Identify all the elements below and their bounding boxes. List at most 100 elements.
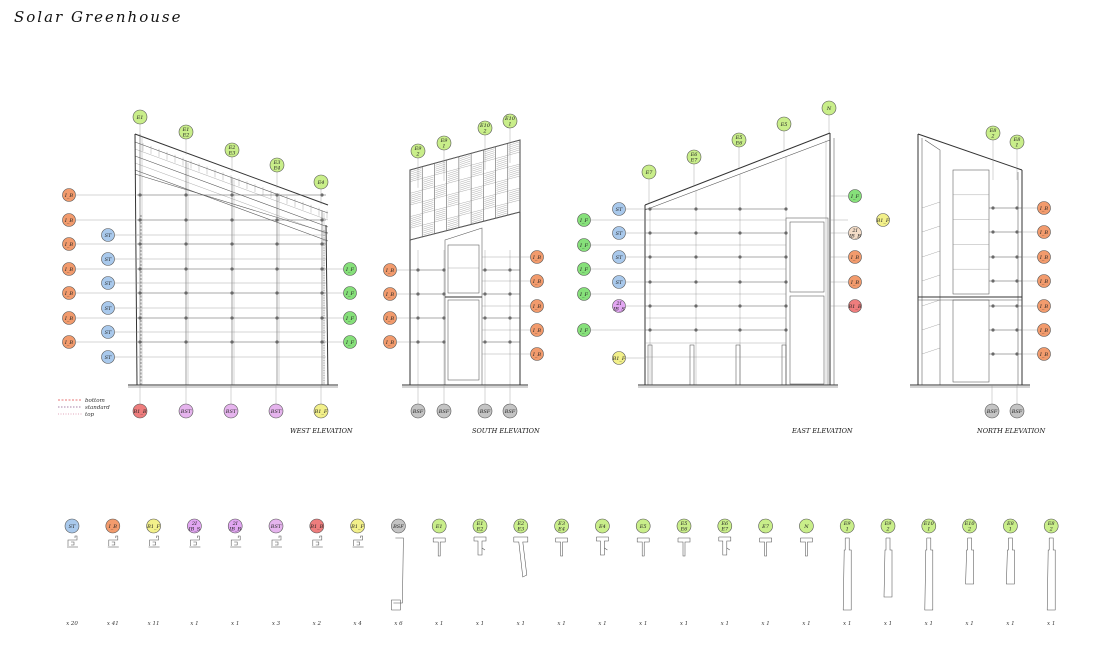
- svg-text:E7: E7: [645, 170, 654, 176]
- part-quantity: x 6: [394, 621, 403, 627]
- tag-west-right: I_F: [343, 262, 357, 276]
- svg-text:2I: 2I: [191, 521, 198, 527]
- svg-text:E6: E6: [680, 526, 689, 532]
- svg-text:N: N: [826, 106, 832, 112]
- svg-text:BST: BST: [270, 524, 282, 530]
- tag-east-right: B1_F: [876, 213, 890, 227]
- svg-text:E10: E10: [479, 123, 491, 129]
- svg-text:IB_B: IB_B: [228, 526, 241, 532]
- part-quantity: x 1: [680, 621, 688, 627]
- svg-text:IB_S: IB_S: [612, 306, 625, 312]
- part-profile: [842, 537, 852, 611]
- part-tag: I_B: [105, 518, 121, 534]
- svg-text:BST: BST: [180, 409, 192, 415]
- svg-text:2I: 2I: [232, 521, 239, 527]
- part-profile: [513, 536, 529, 578]
- svg-text:I_B: I_B: [532, 328, 541, 334]
- svg-text:I_F: I_F: [579, 243, 588, 249]
- tag-north-bottom: BSF: [1009, 403, 1025, 419]
- part-tag: BST: [268, 518, 284, 534]
- part-tag: B1_F: [350, 518, 365, 534]
- tag-south-right: I_B: [530, 323, 544, 337]
- part-profile: [391, 537, 404, 611]
- part-quantity: x 1: [476, 621, 484, 627]
- svg-text:IB_B: IB_B: [848, 233, 861, 239]
- svg-text:ST: ST: [105, 306, 112, 312]
- tag-south-left: I_B: [383, 335, 397, 349]
- part-quantity: x 1: [925, 621, 933, 627]
- tag-south-right: I_B: [530, 274, 544, 288]
- svg-text:E4: E4: [317, 180, 325, 186]
- part-tag: E7: [758, 518, 773, 534]
- tag-east-right: I_B: [848, 275, 862, 289]
- part-quantity: x 1: [190, 621, 198, 627]
- svg-text:E3: E3: [516, 526, 524, 532]
- page-title: Solar Greenhouse: [14, 8, 183, 26]
- part-quantity: x 1: [435, 621, 443, 627]
- part-tag: E91: [839, 518, 855, 534]
- elevation-label: EAST ELEVATION: [791, 427, 853, 435]
- svg-text:E3: E3: [273, 160, 281, 166]
- svg-text:I_F: I_F: [345, 340, 354, 346]
- part-profile: [718, 536, 732, 556]
- part-quantity: x 41: [107, 621, 119, 627]
- part-profile: [1006, 537, 1015, 585]
- svg-text:I_F: I_F: [345, 316, 354, 322]
- part-tag: E92: [880, 518, 896, 534]
- svg-text:1: 1: [1015, 142, 1018, 148]
- part-quantity: x 1: [965, 621, 973, 627]
- tag-east-st: ST: [612, 275, 626, 289]
- tag-north-right: I_B: [1037, 250, 1051, 264]
- svg-text:BST: BST: [225, 409, 237, 415]
- svg-text:ST: ST: [616, 280, 623, 286]
- part-tag: B1_B: [309, 518, 325, 534]
- svg-text:B1_F: B1_F: [876, 218, 890, 224]
- svg-text:2I: 2I: [851, 228, 858, 234]
- tag-north-top: E81: [1009, 134, 1025, 150]
- svg-text:2: 2: [990, 133, 994, 139]
- part-profile: [311, 535, 323, 548]
- svg-text:ST: ST: [105, 330, 112, 336]
- tag-west-bottom: BST: [178, 403, 194, 419]
- svg-text:E2: E2: [228, 145, 236, 151]
- svg-text:I_F: I_F: [345, 291, 354, 297]
- svg-text:1: 1: [508, 121, 511, 127]
- tag-south-right: I_B: [530, 250, 544, 264]
- svg-text:BSF: BSF: [412, 409, 424, 415]
- svg-text:E9: E9: [414, 146, 423, 152]
- part-quantity: x 1: [557, 621, 565, 627]
- svg-text:E3: E3: [228, 150, 236, 156]
- svg-text:I_B: I_B: [108, 524, 117, 530]
- tag-west-st: ST: [101, 325, 115, 339]
- svg-text:BSF: BSF: [1011, 409, 1023, 415]
- svg-text:I_B: I_B: [385, 340, 394, 346]
- tag-south-left: I_B: [383, 311, 397, 325]
- tag-west-right: I_F: [343, 286, 357, 300]
- tag-east-top: E7: [641, 164, 657, 180]
- svg-text:2I: 2I: [615, 301, 622, 307]
- svg-text:E8: E8: [989, 128, 997, 134]
- legend-label: standard: [85, 405, 110, 411]
- part-profile: [1046, 537, 1056, 611]
- part-quantity: x 2: [313, 621, 322, 627]
- part-profile: [965, 537, 974, 585]
- tag-south-right: I_B: [530, 299, 544, 313]
- part-quantity: x 1: [231, 621, 239, 627]
- svg-text:E8: E8: [1013, 137, 1021, 143]
- svg-text:I_F: I_F: [579, 218, 588, 224]
- tag-east-left: I_F: [577, 213, 591, 227]
- tag-north-right: I_B: [1037, 347, 1051, 361]
- svg-text:1: 1: [927, 526, 930, 532]
- tag-east-st: ST: [612, 250, 626, 264]
- tag-west-right: I_F: [343, 311, 357, 325]
- part-tag: N: [799, 518, 814, 534]
- svg-text:ST: ST: [616, 255, 623, 261]
- tag-west-right: I_F: [343, 335, 357, 349]
